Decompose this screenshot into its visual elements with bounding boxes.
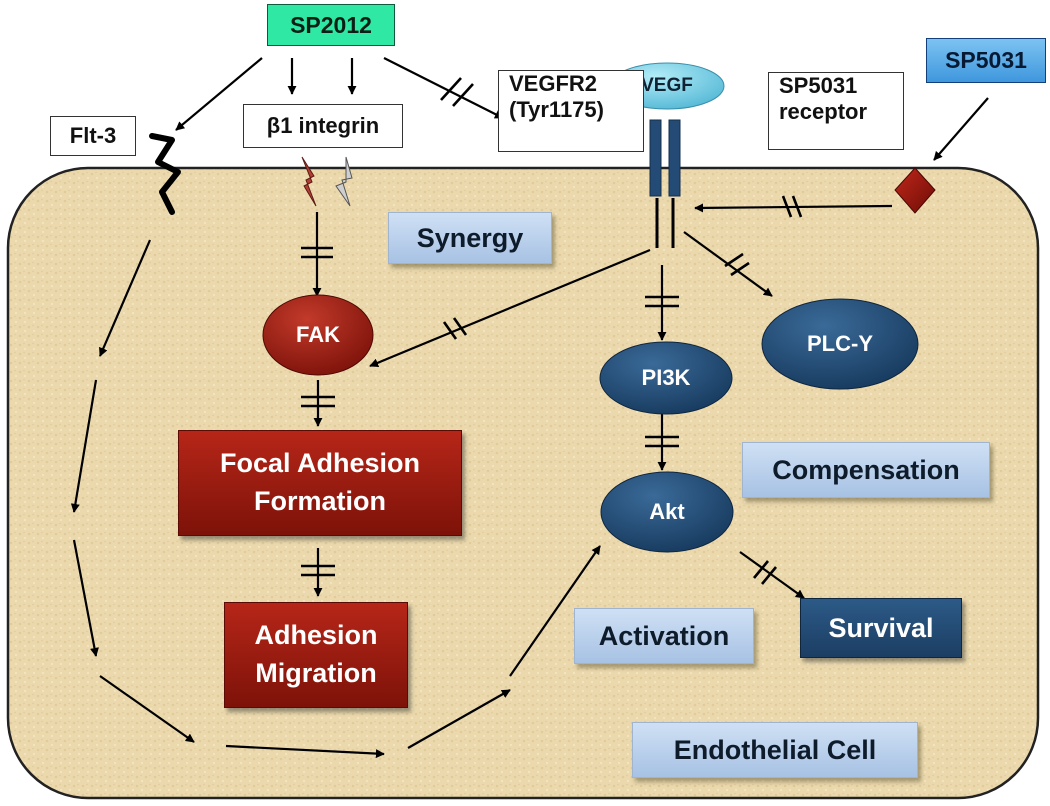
sp2012-drug-box: SP2012 (267, 4, 395, 46)
arrow-akt-to-survival-blocked (739, 551, 805, 599)
focal-adhesion-line2: Formation (254, 486, 386, 516)
arrow-flt3-path-1 (98, 239, 152, 357)
adhesion-migration-line2: Migration (255, 658, 377, 688)
focal-adhesion-box: Focal Adhesion Formation (178, 430, 462, 536)
arrow-flt3-path-4 (99, 675, 195, 743)
survival-box: Survival (800, 598, 962, 658)
inhibition-bars (301, 77, 803, 585)
sp5031-drug-box: SP5031 (926, 38, 1046, 83)
activation-arrows (70, 57, 989, 759)
integrin-label: β1 integrin (243, 104, 403, 148)
compensation-tag: Compensation (742, 442, 990, 498)
plc-node (761, 298, 919, 390)
arrow-sp5031r-to-vegfr2-blocked (694, 203, 893, 213)
pi3k-node (599, 341, 733, 415)
arrow-sp2012-to-flt3 (175, 57, 263, 131)
integrin-alpha-subunit-icon (301, 156, 317, 207)
sp5031-receptor-label: SP5031 receptor (768, 72, 904, 150)
vegfr2-label: VEGFR2 (Tyr1175) (498, 70, 644, 152)
arrow-flt3-path-3 (72, 539, 99, 657)
vegfr2-label-line1: VEGFR2 (509, 71, 598, 96)
vegfr2-receptor-right-chain (668, 119, 681, 197)
akt-node (600, 471, 734, 553)
synergy-tag: Synergy (388, 212, 552, 264)
sp5031-receptor-label-line2: receptor (779, 99, 868, 125)
sp5031-receptor-label-line1: SP5031 (779, 73, 858, 98)
vegfr2-label-line2: (Tyr1175) (509, 97, 604, 123)
vegfr2-receptor-left-chain (649, 119, 662, 197)
integrin-beta-subunit-icon (335, 156, 353, 207)
arrow-flt3-path-5 (225, 744, 385, 759)
endothelial-cell-tag: Endothelial Cell (632, 722, 918, 778)
fak-node (262, 294, 374, 376)
arrow-flt3-path-6 (407, 689, 511, 749)
arrow-vegfr2-to-fak-blocked (369, 248, 651, 368)
sp5031-receptor-icon (894, 167, 936, 214)
arrow-flt3-path-2 (70, 379, 98, 513)
arrow-sp2012-to-vegfr2-blocked (383, 57, 504, 119)
flt3-receptor-icon (149, 133, 181, 215)
activation-tag: Activation (574, 608, 754, 664)
arrow-sp5031-to-receptor (933, 97, 989, 161)
adhesion-migration-box: Adhesion Migration (224, 602, 408, 708)
focal-adhesion-line1: Focal Adhesion (219, 448, 421, 479)
arrow-flt3-path-7 (509, 545, 601, 677)
flt3-label: Flt-3 (50, 116, 136, 156)
adhesion-migration-line1: Adhesion (254, 620, 378, 651)
